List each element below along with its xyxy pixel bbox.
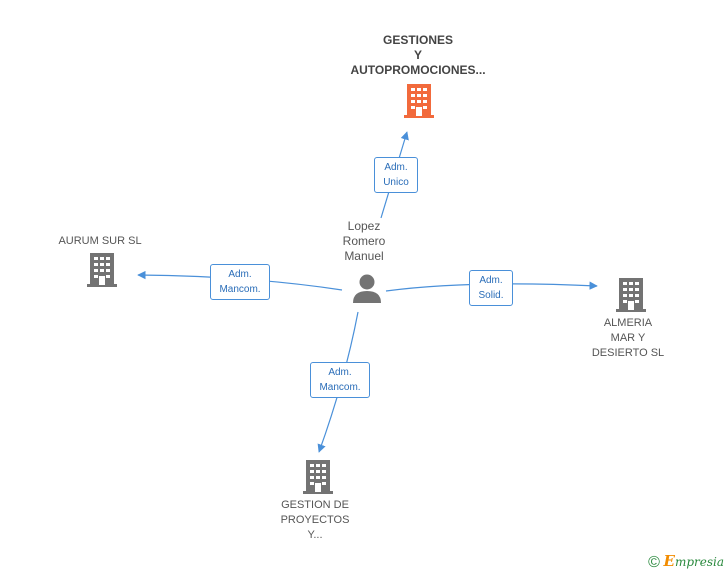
role-text: Adm. <box>328 367 352 378</box>
node-person-label[interactable]: Lopez Romero Manuel <box>322 219 406 264</box>
brand-name: Empresia <box>663 552 725 570</box>
node-proyectos-label[interactable]: GESTION DE PROYECTOS Y... <box>265 498 365 543</box>
empresia-logo: © Empresia <box>648 552 724 572</box>
building-icon[interactable] <box>403 83 435 119</box>
role-text: Mancom. <box>319 382 361 393</box>
label-line: GESTIONES <box>382 33 453 47</box>
label-line: DESIERTO SL <box>591 347 665 359</box>
brand-rest: mpresia <box>674 555 724 569</box>
role-text: Adm. <box>228 269 252 280</box>
node-gestiones-label[interactable]: GESTIONES Y AUTOPROMOCIONES... <box>338 33 498 78</box>
role-box-gestiones[interactable]: Adm. Unico <box>374 157 418 193</box>
label-line: Romero <box>342 234 386 248</box>
label-line: Y <box>413 48 422 62</box>
building-icon[interactable] <box>86 252 118 288</box>
label-line: ALMERIA <box>603 317 653 329</box>
person-icon[interactable] <box>351 273 383 303</box>
role-box-aurum[interactable]: Adm. Mancom. <box>210 264 270 300</box>
label-line: AURUM SUR SL <box>58 235 142 247</box>
label-line: MAR Y <box>610 332 646 344</box>
role-text: Solid. <box>478 290 504 301</box>
label-line: Manuel <box>344 249 384 263</box>
node-aurum-label[interactable]: AURUM SUR SL <box>40 234 160 249</box>
brand-initial: E <box>663 552 675 570</box>
role-box-almeria[interactable]: Adm. Solid. <box>469 270 513 306</box>
role-text: Adm. <box>479 275 503 286</box>
label-line: Y... <box>307 529 323 541</box>
label-line: PROYECTOS <box>280 514 350 526</box>
building-icon[interactable] <box>615 277 647 313</box>
label-line: AUTOPROMOCIONES... <box>350 63 486 77</box>
node-almeria-label[interactable]: ALMERIA MAR Y DESIERTO SL <box>578 316 678 361</box>
copyright-symbol: © <box>648 554 660 571</box>
role-box-proyectos[interactable]: Adm. Mancom. <box>310 362 370 398</box>
label-line: Lopez <box>347 219 381 233</box>
role-text: Mancom. <box>219 284 261 295</box>
role-text: Unico <box>383 177 409 188</box>
role-text: Adm. <box>384 162 408 173</box>
building-icon[interactable] <box>302 459 334 495</box>
label-line: GESTION DE <box>281 499 349 511</box>
